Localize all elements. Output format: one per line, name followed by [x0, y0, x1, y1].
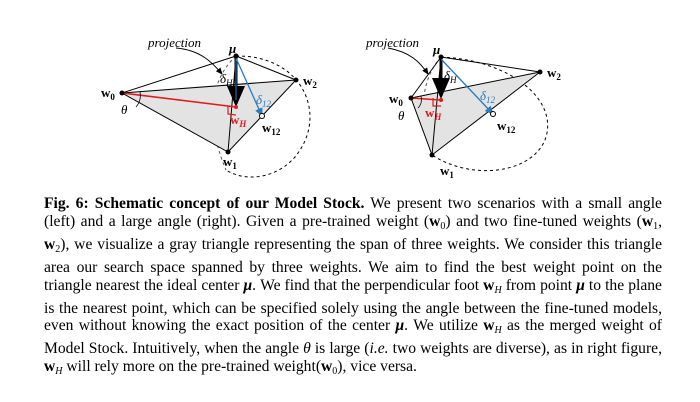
right-label-w0: w0 — [389, 91, 403, 108]
right-line-mu-w2 — [440, 56, 541, 73]
right-point-w12 — [490, 111, 496, 117]
left-point-w1 — [225, 149, 231, 155]
right-red-line — [410, 97, 441, 101]
left-label-mu: μ — [228, 41, 236, 56]
right-label-delta12: δ12 — [480, 88, 496, 105]
right-theta-arc — [417, 95, 422, 109]
left-projection-curve — [175, 47, 223, 75]
left-point-wH — [234, 105, 238, 109]
left-label-wH: wH — [230, 112, 247, 129]
left-label-w2: w2 — [303, 73, 317, 90]
left-label-w12: w12 — [262, 120, 281, 137]
left-right-angle — [227, 106, 237, 116]
left-point-mu — [233, 53, 239, 59]
right-label-w2: w2 — [547, 65, 561, 82]
right-label-mu: μ — [432, 42, 440, 57]
right-line-mu-w0 — [410, 56, 442, 99]
right-point-w0 — [408, 95, 414, 101]
left-label-delta12: δ12 — [256, 92, 272, 109]
left-diagram: projection μ w0 θ w2 w1 w12 wH δH δ12 — [101, 35, 317, 178]
left-point-w2 — [293, 77, 299, 83]
left-theta-arc — [135, 91, 141, 108]
left-label-w1: w1 — [223, 154, 237, 171]
right-projection-label: projection — [365, 35, 419, 50]
left-line-mu-w0 — [121, 55, 237, 94]
right-point-wH — [439, 98, 443, 102]
right-label-w1: w1 — [440, 163, 454, 180]
left-delta12-line — [235, 57, 263, 118]
left-label-theta: θ — [121, 102, 128, 117]
right-point-mu — [438, 54, 444, 60]
right-dashed-arc — [431, 56, 549, 172]
left-label-w0: w0 — [101, 85, 115, 102]
right-right-angle — [432, 98, 441, 107]
left-label-deltaH: δH — [220, 71, 233, 88]
right-point-w1 — [429, 152, 435, 158]
left-point-w0 — [119, 90, 125, 96]
right-projection-curve — [387, 47, 429, 75]
right-label-wH: wH — [425, 105, 442, 122]
left-red-line — [121, 92, 237, 108]
caption-label: Fig. 6: — [44, 195, 89, 212]
left-dashed-arc-inner — [212, 55, 237, 171]
left-triangle — [120, 79, 298, 153]
figure-caption: Fig. 6: Schematic concept of our Model S… — [44, 195, 663, 378]
right-delta12-line — [440, 58, 494, 115]
left-point-w12 — [259, 113, 265, 119]
caption-title: Schematic concept of our Model Stock. — [94, 195, 365, 212]
right-point-w2 — [537, 69, 543, 75]
right-label-theta: θ — [398, 108, 405, 123]
right-label-deltaH: δH — [444, 68, 457, 85]
right-label-w12: w12 — [497, 118, 516, 135]
left-dashed-arc — [225, 55, 311, 178]
figure: projection μ w0 θ w2 w1 w12 wH δH δ12 pr… — [0, 0, 700, 192]
right-diagram: projection μ w0 θ w2 w1 w12 wH δH δ12 — [365, 35, 561, 180]
figure-svg: projection μ w0 θ w2 w1 w12 wH δH δ12 pr… — [101, 35, 561, 180]
left-projection-label: projection — [147, 35, 201, 50]
left-line-mu-w2 — [235, 55, 297, 81]
